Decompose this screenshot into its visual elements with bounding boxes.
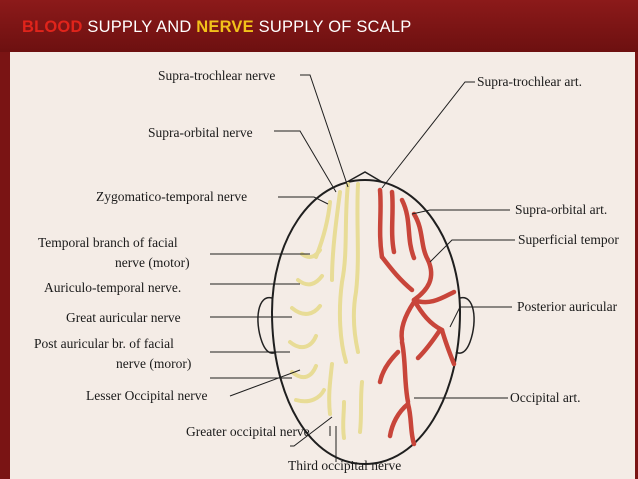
nerves [288, 182, 364, 440]
slide-title: BLOOD SUPPLY AND NERVE SUPPLY OF SCALP [22, 18, 411, 37]
title-bar: BLOOD SUPPLY AND NERVE SUPPLY OF SCALP [0, 0, 638, 52]
label-post-auricular-moror: nerve (moror) [116, 356, 191, 371]
label-temporal-branch-motor: nerve (motor) [115, 255, 190, 270]
label-supra-trochlear-art: Supra-trochlear art. [477, 74, 582, 89]
label-zygomatico-temporal-nerve: Zygomatico-temporal nerve [96, 189, 247, 204]
title-blood: BLOOD [22, 18, 83, 36]
label-occipital-art: Occipital art. [510, 390, 580, 405]
label-third-occipital-nerve: Third occipital nerve [288, 458, 401, 473]
label-posterior-auricular: Posterior auricular [517, 299, 618, 314]
title-part1: SUPPLY AND [87, 18, 192, 36]
forehead-notch [346, 171, 383, 183]
label-supra-orbital-nerve: Supra-orbital nerve [148, 125, 253, 140]
scalp-diagram: Supra-trochlear nerve Supra-orbital nerv… [34, 68, 619, 473]
label-supra-orbital-art: Supra-orbital art. [515, 202, 607, 217]
leader-lines [210, 74, 515, 462]
label-auriculo-temporal-nerve: Auriculo-temporal nerve. [44, 280, 181, 295]
head-outline [270, 178, 462, 466]
label-supra-trochlear-nerve: Supra-trochlear nerve [158, 68, 275, 83]
title-part2: SUPPLY OF SCALP [258, 18, 412, 36]
diagram-panel: Supra-trochlear nerve Supra-orbital nerv… [10, 52, 635, 479]
right-ear [455, 296, 475, 354]
label-post-auricular-facial: Post auricular br. of facial [34, 336, 174, 351]
arteries [377, 187, 457, 447]
title-nerve: NERVE [196, 18, 254, 36]
label-superficial-temporal: Superficial tempor [518, 232, 619, 247]
label-lesser-occipital-nerve: Lesser Occipital nerve [86, 388, 207, 403]
label-great-auricular-nerve: Great auricular nerve [66, 310, 181, 325]
label-greater-occipital-nerve: Greater occipital nerve [186, 424, 310, 439]
label-temporal-branch-facial: Temporal branch of facial [38, 235, 178, 250]
